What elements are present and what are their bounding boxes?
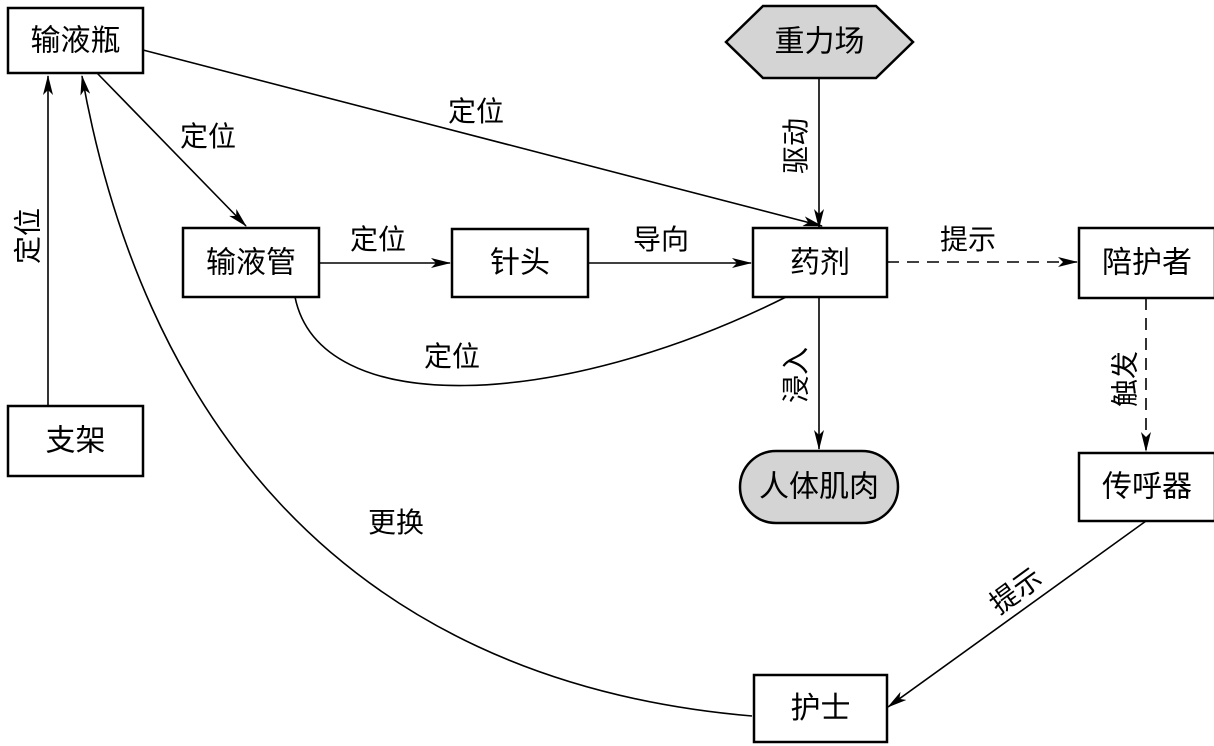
edge-label-bottle-drug: 定位 [448, 95, 504, 128]
node-drug-label: 药剂 [790, 246, 850, 281]
node-nurse: 护士 [752, 673, 889, 744]
node-needle: 针头 [450, 227, 590, 299]
edge-label-companion-pager: 触发 [1109, 351, 1142, 407]
edge-label-pager-nurse: 提示 [984, 561, 1049, 621]
node-pager: 传呼器 [1077, 451, 1214, 523]
edge-tube-drug [294, 296, 787, 387]
edge-bottle-drug [142, 49, 823, 227]
edge-nurse-bottle [80, 75, 753, 717]
node-bottle-label: 输液瓶 [31, 24, 121, 59]
node-companion: 陪护者 [1077, 226, 1214, 300]
edge-label-gravity-drug: 驱动 [780, 118, 813, 174]
edge-bottle-tube [96, 72, 247, 227]
node-muscle: 人体肌肉 [738, 449, 900, 525]
edge-label-tube-needle: 定位 [350, 223, 406, 256]
node-needle-label: 针头 [490, 246, 550, 281]
edge-pager-nurse [887, 520, 1147, 708]
node-tube: 输液管 [181, 226, 321, 299]
node-gravity-label: 重力场 [775, 25, 865, 60]
node-stand-label: 支架 [46, 424, 106, 459]
node-nurse-label: 护士 [791, 691, 851, 726]
edge-label-needle-drug: 导向 [633, 223, 689, 256]
edge-label-drug-muscle: 浸入 [780, 347, 813, 403]
node-bottle: 输液瓶 [6, 6, 145, 75]
node-stand: 支架 [6, 404, 145, 478]
node-companion-label: 陪护者 [1102, 246, 1192, 281]
node-tube-label: 输液管 [206, 246, 296, 281]
edge-label-bottle-tube: 定位 [180, 120, 236, 153]
node-gravity: 重力场 [724, 4, 915, 80]
node-drug: 药剂 [751, 226, 889, 299]
edge-label-stand-bottle: 定位 [12, 208, 45, 264]
edge-label-tube-drug: 定位 [424, 340, 480, 373]
node-muscle-label: 人体肌肉 [759, 470, 879, 505]
edge-label-drug-companion: 提示 [940, 223, 996, 256]
node-pager-label: 传呼器 [1102, 470, 1192, 505]
edge-label-nurse-bottle: 更换 [368, 506, 424, 539]
